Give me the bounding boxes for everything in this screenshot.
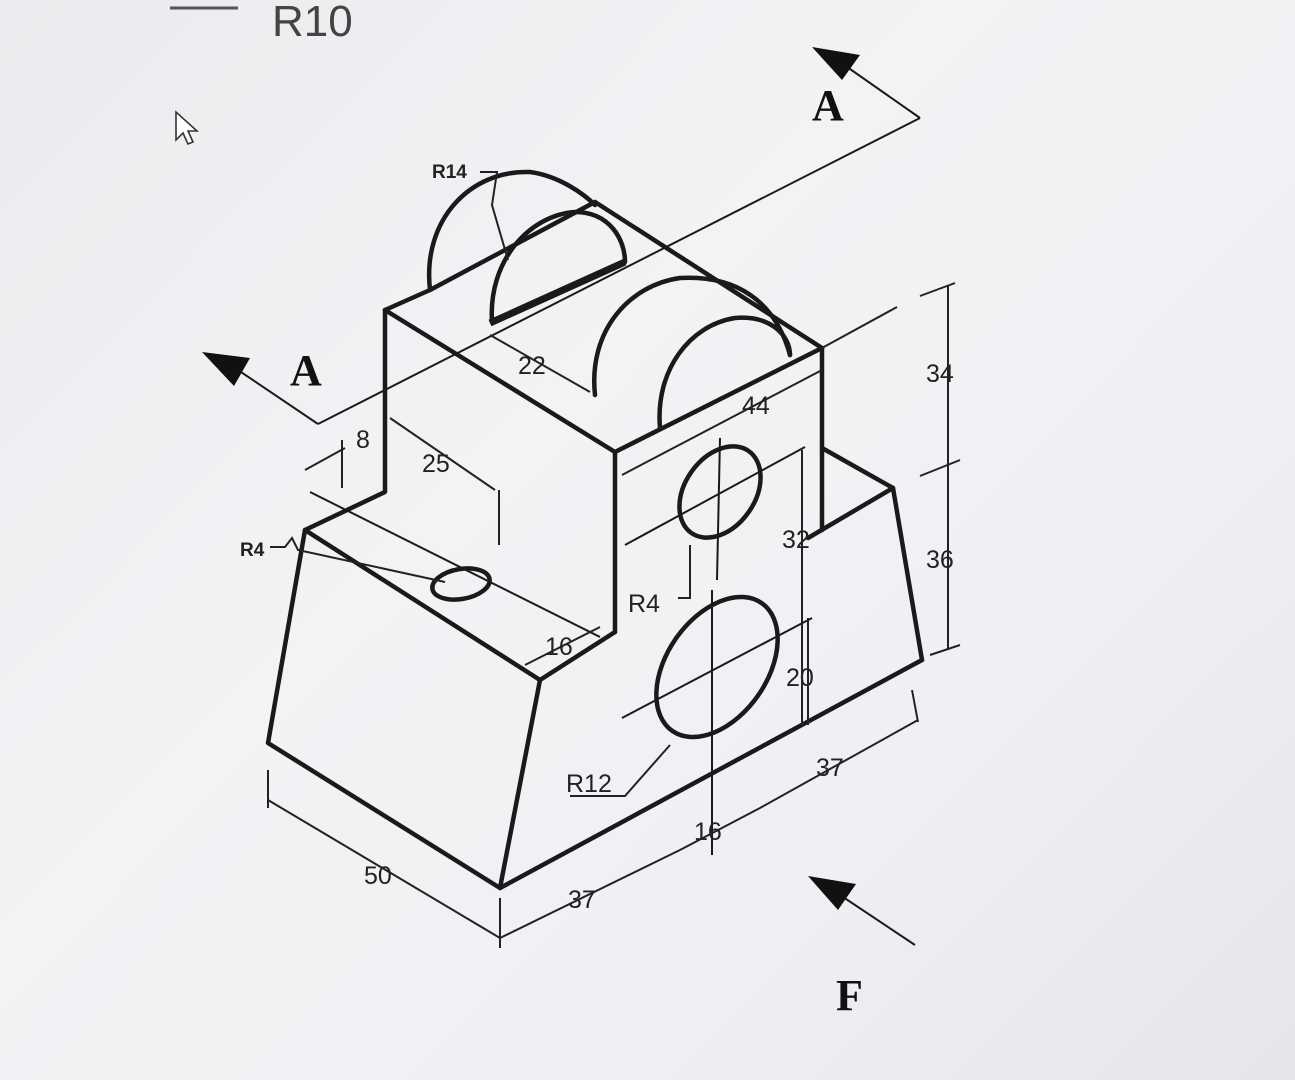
dim-mid-tick (919, 459, 961, 477)
lower-hole-centerline-h (621, 617, 813, 719)
dim-37-right-ext (911, 689, 919, 723)
section-label-a-top: A (812, 81, 844, 130)
view-arrow-head-icon (808, 876, 856, 910)
dim-34: 34 (926, 360, 954, 388)
ledge-front-edge (537, 629, 618, 683)
arrow-head-left-icon (202, 352, 250, 386)
rear-boss-front-arc (489, 209, 628, 325)
dim-37-right-line (759, 719, 919, 809)
dim-50: 50 (364, 862, 392, 890)
front-boss-back-arc (591, 275, 793, 398)
upper-hole-centerline-h (624, 446, 806, 546)
dim-22-line (489, 334, 591, 393)
r4-face-leader (678, 545, 691, 599)
base-right-side (819, 445, 925, 663)
dim-25-line (389, 417, 496, 491)
dim-22: 22 (518, 352, 546, 380)
step-ledge (302, 307, 388, 533)
dim-8: 8 (356, 426, 370, 454)
cutting-plane-line (317, 117, 921, 425)
top-left-back (382, 287, 433, 313)
upper-face-hole (677, 444, 763, 540)
section-label-a-left: A (290, 346, 322, 395)
cutting-plane-arrow-top (839, 61, 921, 119)
dim-16-bottom: 16 (694, 818, 722, 846)
mouse-cursor-icon (175, 110, 200, 146)
dim-16-top: 16 (545, 633, 573, 661)
dim-r4-left: R4 (240, 540, 265, 561)
dim-50-line (267, 799, 501, 939)
ledge-hole (430, 566, 492, 602)
dim-16-top-line (524, 626, 601, 666)
dim-36: 36 (926, 546, 954, 574)
view-label-f: F (836, 971, 863, 1020)
top-right-back (592, 199, 825, 351)
holes (430, 444, 780, 740)
dim-37-bottom: 37 (568, 886, 596, 914)
dimension-lines (267, 171, 961, 948)
rear-boss-back-arc (426, 169, 598, 293)
half-cylinders (426, 169, 793, 431)
base-front-face (265, 527, 543, 891)
dim-20: 20 (786, 664, 814, 692)
dim-44-ext (821, 306, 898, 349)
dim-25: 25 (422, 450, 450, 478)
dim-37-right: 37 (816, 754, 844, 782)
upper-front-left (382, 307, 618, 635)
lower-face-hole (654, 594, 780, 740)
dim-44: 44 (742, 392, 770, 420)
dim-36-tick (929, 644, 961, 656)
dim-37-bottom-line (499, 849, 681, 939)
r4-left-leader (270, 536, 446, 583)
dim-16-bottom-line (679, 807, 761, 851)
arrow-head-top-icon (812, 47, 860, 80)
r14-leader (480, 171, 509, 261)
dim-r12: R12 (566, 770, 612, 798)
dim-32: 32 (782, 526, 810, 554)
dim-8-line (304, 447, 346, 471)
r10-label: R10 (272, 0, 353, 46)
dim-44-line (621, 369, 823, 476)
r12-leader (570, 744, 671, 797)
groove-edge (488, 258, 627, 327)
dim-r4-face: R4 (628, 590, 660, 618)
upper-top-right-edge (612, 345, 825, 455)
center-lines (309, 437, 813, 855)
dim-r14: R14 (432, 162, 467, 183)
dim-34-tick (919, 282, 956, 297)
cutting-plane-arrow-left (237, 369, 319, 425)
front-boss-front-arc (657, 315, 793, 431)
ledge-hole-centerline (309, 491, 601, 638)
view-arrow-line (839, 894, 916, 946)
cutting-plane (202, 47, 921, 425)
upper-hole-centerline-v (716, 437, 721, 581)
